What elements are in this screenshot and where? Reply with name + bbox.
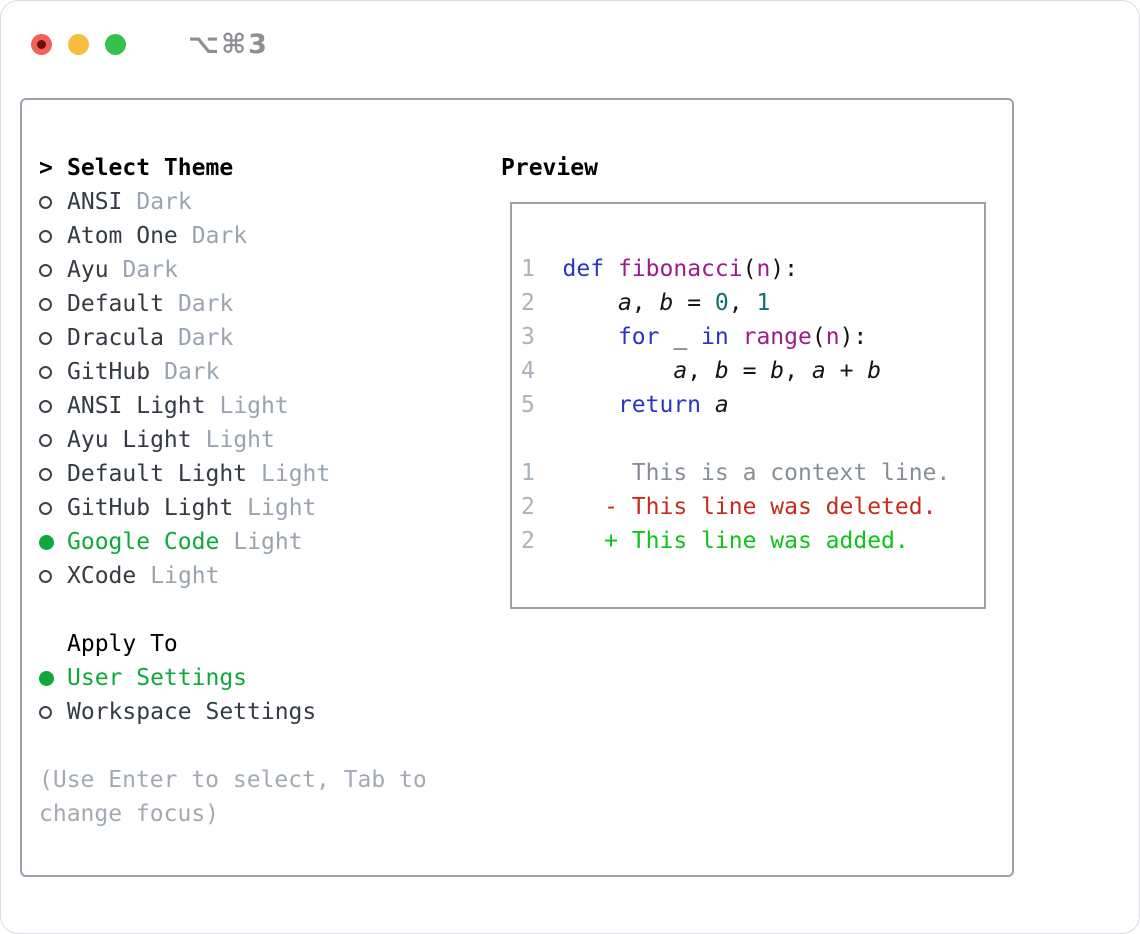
close-dot-icon: [37, 40, 46, 49]
theme-option[interactable]: Ayu Light Light: [39, 423, 479, 457]
theme-variant-tag: Light: [219, 393, 289, 419]
theme-option[interactable]: GitHub Light Light: [39, 491, 479, 525]
theme-name: Default: [67, 291, 164, 317]
select-theme-header: > Select Theme: [39, 151, 479, 185]
radio-unselected-icon: [39, 433, 52, 447]
theme-option[interactable]: ANSI Light Light: [39, 389, 479, 423]
code-line: 2 a, b = 0, 1: [521, 290, 771, 316]
focus-caret-icon: >: [39, 155, 53, 181]
radio-unselected-icon: [39, 297, 52, 311]
theme-name: Dracula: [67, 325, 164, 351]
minimize-button[interactable]: [68, 34, 89, 55]
select-theme-title: Select Theme: [67, 155, 234, 181]
theme-variant-tag: Dark: [177, 291, 234, 317]
radio-unselected-icon: [39, 399, 52, 413]
theme-variant-tag: Dark: [122, 257, 178, 283]
theme-name: ANSI Light: [67, 393, 206, 419]
diff-line: 2 - This line was deleted.: [521, 494, 937, 520]
zoom-button[interactable]: [105, 34, 126, 55]
theme-option[interactable]: Default Light Light: [39, 457, 479, 491]
spacer: [39, 593, 479, 627]
spacer: [39, 729, 479, 763]
blank-line: [521, 422, 984, 456]
titlebar: ⌥⌘3: [31, 29, 269, 60]
theme-name: ANSI: [67, 189, 123, 215]
diff-line: 2 + This line was added.: [521, 528, 909, 554]
theme-option[interactable]: GitHub Dark: [39, 355, 479, 389]
theme-variant-tag: Light: [261, 461, 331, 487]
theme-name: XCode: [67, 563, 137, 589]
code-line: 4 a, b = b, a + b: [521, 358, 882, 384]
theme-variant-tag: Dark: [164, 359, 220, 385]
apply-option-label: User Settings: [67, 665, 248, 691]
theme-name: GitHub Light: [67, 495, 234, 521]
radio-unselected-icon: [39, 569, 52, 583]
apply-option[interactable]: User Settings: [39, 661, 479, 695]
preview-box: 1 def fibonacci(n): 2 a, b = 0, 1 3 for _ …: [510, 202, 986, 609]
theme-variant-tag: Light: [247, 495, 317, 521]
window-title: ⌥⌘3: [188, 29, 269, 60]
theme-name: Atom One: [67, 223, 178, 249]
theme-variant-tag: Light: [205, 427, 275, 453]
theme-name: GitHub: [67, 359, 151, 385]
radio-unselected-icon: [39, 229, 52, 243]
diff-line: 1 This is a context line.: [521, 460, 951, 486]
code-line: 1 def fibonacci(n):: [521, 256, 798, 282]
radio-unselected-icon: [39, 331, 52, 345]
radio-unselected-icon: [39, 263, 52, 277]
code-line: 3 for _ in range(n):: [521, 324, 868, 350]
theme-option[interactable]: ANSI Dark: [39, 185, 479, 219]
radio-unselected-icon: [39, 365, 52, 379]
radio-unselected-icon: [39, 501, 52, 515]
apply-to-header: Apply To: [39, 627, 479, 661]
theme-variant-tag: Dark: [191, 223, 248, 249]
theme-name: Ayu Light: [67, 427, 192, 453]
apply-option[interactable]: Workspace Settings: [39, 695, 479, 729]
theme-name: Default Light: [67, 461, 248, 487]
close-button[interactable]: [31, 34, 52, 55]
theme-variant-tag: Light: [233, 529, 303, 555]
code-line: 5 return a: [521, 392, 729, 418]
code-preview: 1 def fibonacci(n): 2 a, b = 0, 1 3 for _ …: [512, 204, 984, 558]
theme-option[interactable]: Google Code Light: [39, 525, 479, 559]
hint-line-2: change focus): [39, 801, 220, 827]
radio-unselected-icon: [39, 705, 52, 719]
preview-title: Preview: [501, 155, 598, 181]
radio-unselected-icon: [39, 467, 52, 481]
theme-name: Google Code: [67, 529, 220, 555]
apply-to-title: Apply To: [67, 631, 178, 657]
theme-option[interactable]: Default Dark: [39, 287, 479, 321]
radio-selected-icon: [39, 670, 54, 686]
radio-selected-icon: [39, 534, 54, 550]
radio-unselected-icon: [39, 195, 52, 209]
theme-option[interactable]: Dracula Dark: [39, 321, 479, 355]
theme-variant-tag: Dark: [177, 325, 234, 351]
theme-variant-tag: Light: [150, 563, 220, 589]
theme-option[interactable]: XCode Light: [39, 559, 479, 593]
hint-line-1: (Use Enter to select, Tab to: [39, 767, 427, 793]
theme-name: Ayu: [67, 257, 109, 283]
theme-option[interactable]: Ayu Dark: [39, 253, 479, 287]
theme-option[interactable]: Atom One Dark: [39, 219, 479, 253]
theme-variant-tag: Dark: [136, 189, 192, 215]
apply-option-label: Workspace Settings: [67, 699, 317, 725]
